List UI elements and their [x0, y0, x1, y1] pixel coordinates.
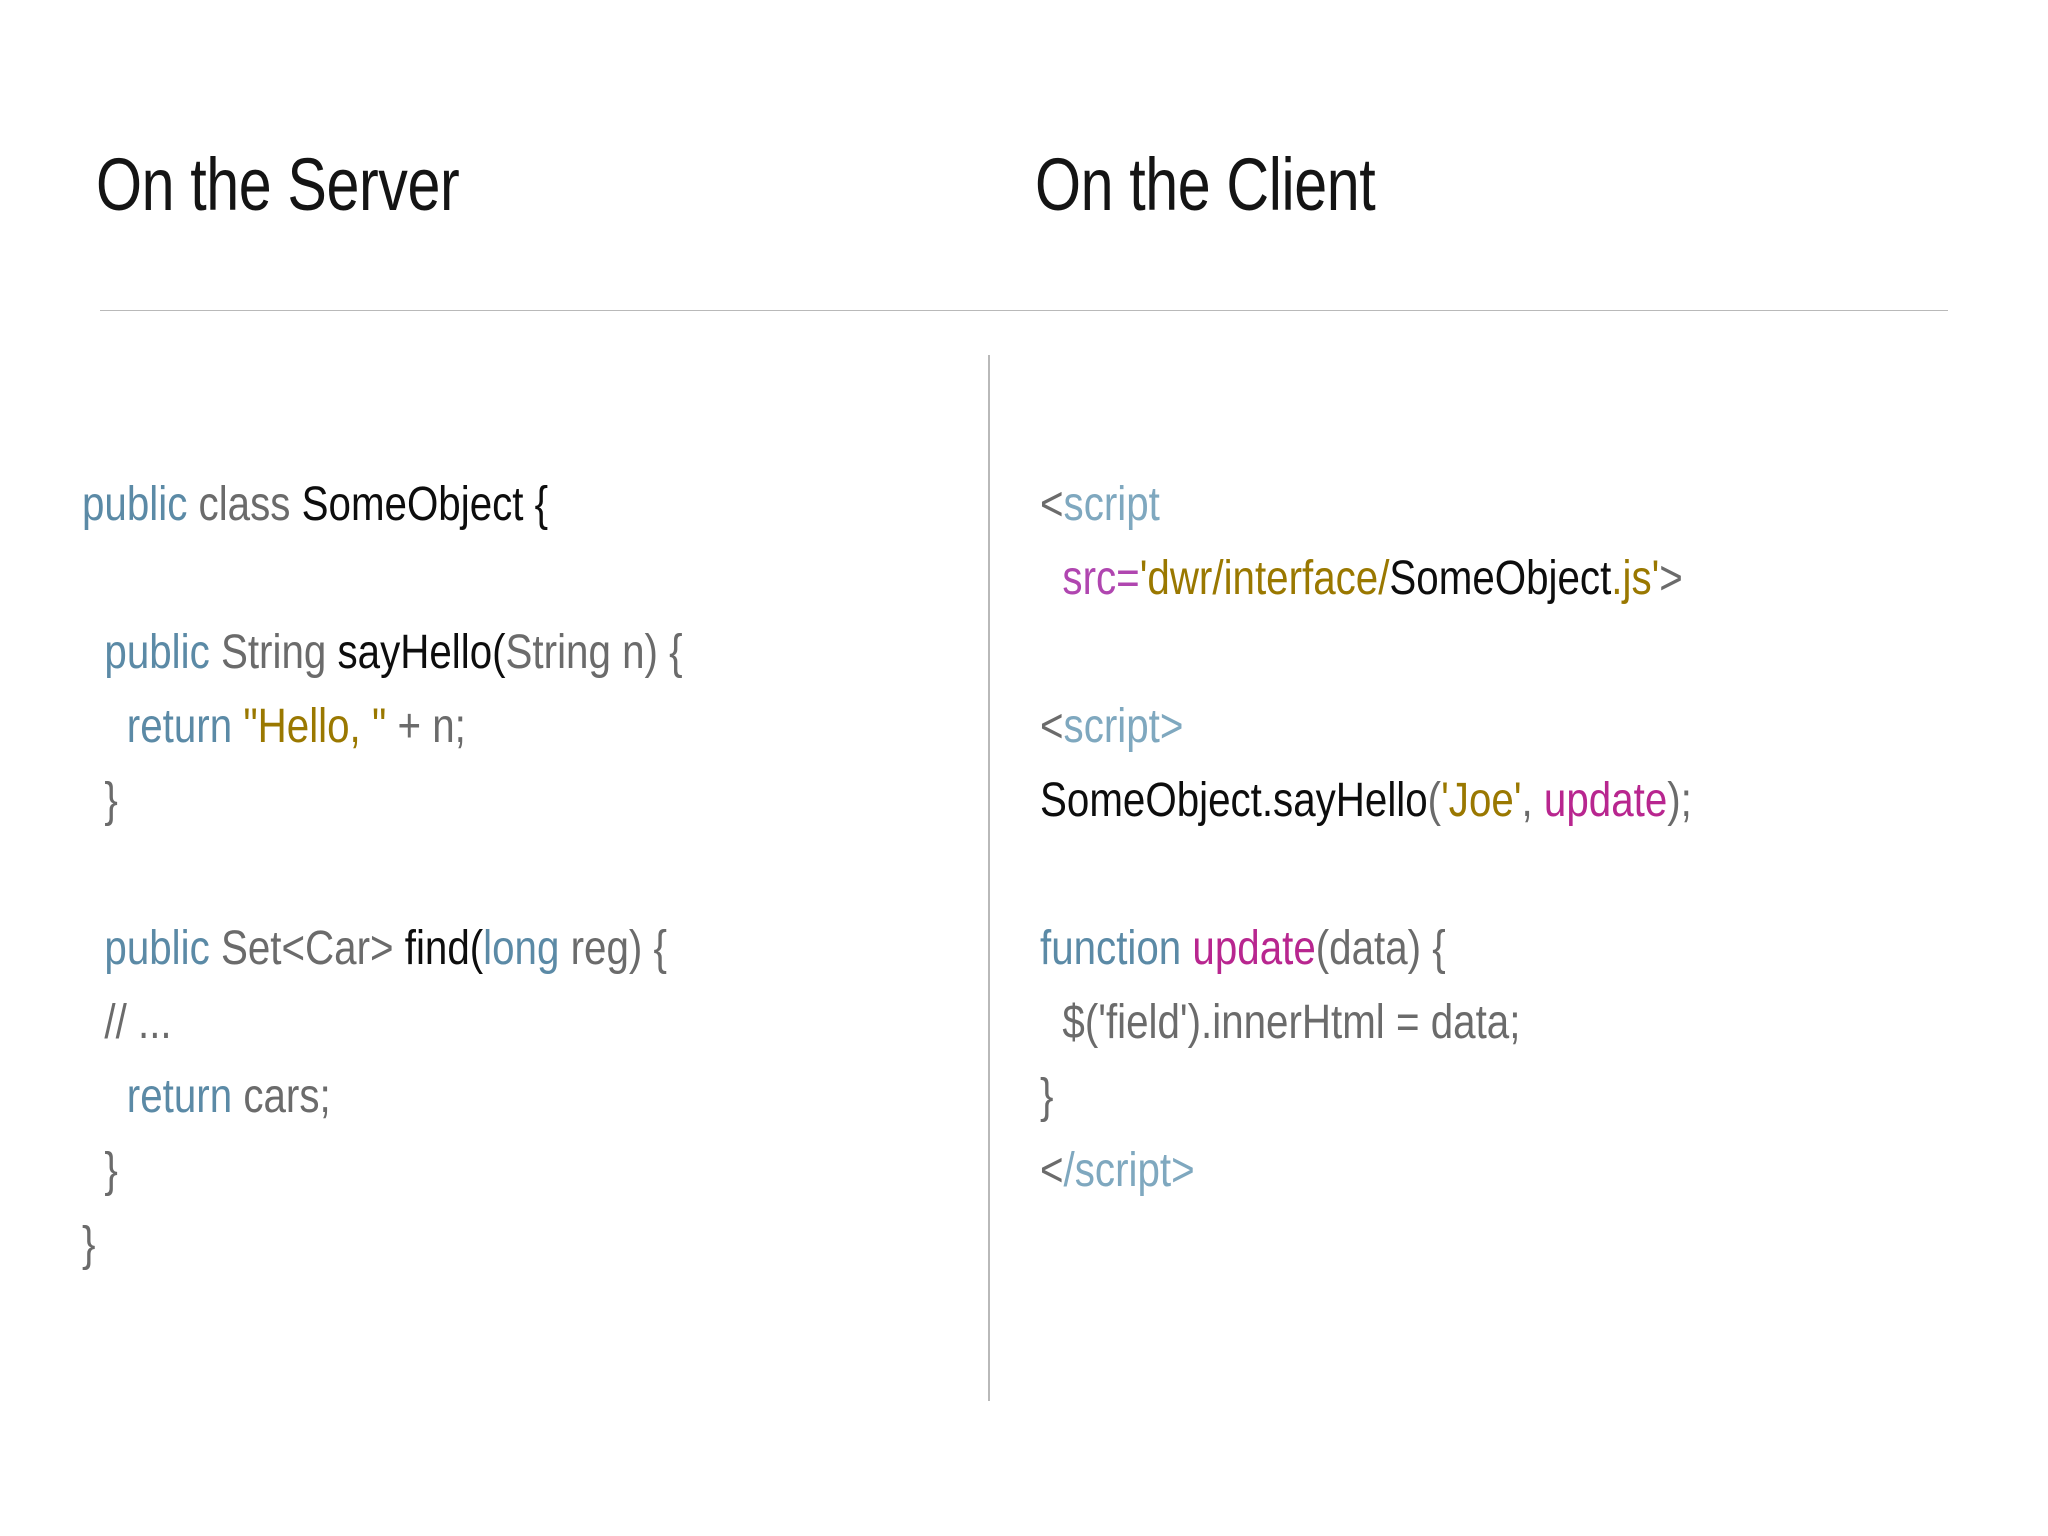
- code-token: }: [82, 1218, 96, 1271]
- code-token: Set<Car>: [209, 922, 405, 975]
- code-token: String n: [505, 626, 645, 679]
- code-token: script: [1063, 478, 1160, 531]
- code-line: $('field').innerHtml = data;: [1040, 986, 1692, 1060]
- code-token: return: [126, 700, 233, 753]
- code-token: find: [404, 922, 470, 975]
- code-token: function: [1040, 922, 1182, 975]
- code-token: ,: [1521, 774, 1544, 827]
- code-token: <: [1040, 478, 1064, 531]
- code-line: src='dwr/interface/SomeObject.js'>: [1040, 542, 1692, 616]
- code-token: (data) {: [1315, 922, 1446, 975]
- code-token: public: [104, 626, 210, 679]
- code-token: ) {: [628, 922, 667, 975]
- code-token: return: [126, 1070, 233, 1123]
- heading-on-the-server: On the Server: [96, 143, 460, 226]
- code-line: [1040, 838, 1692, 912]
- code-line: [82, 542, 683, 616]
- code-token: public: [82, 478, 188, 531]
- code-token: class: [187, 478, 302, 531]
- code-token: >: [1659, 552, 1683, 605]
- column-divider: [988, 355, 990, 1401]
- code-token: [82, 700, 127, 753]
- code-token: SomeObject.sayHello: [1040, 774, 1428, 827]
- code-token: 'dwr/interface/: [1139, 552, 1390, 605]
- code-line: return cars;: [82, 1060, 683, 1134]
- code-token: public: [104, 922, 210, 975]
- code-token: update: [1192, 922, 1316, 975]
- code-token: }: [82, 774, 118, 827]
- code-token: }: [82, 1144, 118, 1197]
- code-token: src: [1062, 552, 1117, 605]
- code-token: sayHello: [337, 626, 493, 679]
- code-line: // ...: [82, 986, 683, 1060]
- code-token: (: [1427, 774, 1442, 827]
- code-line: function update(data) {: [1040, 912, 1692, 986]
- code-line: [1040, 616, 1692, 690]
- code-token: =: [1116, 552, 1140, 605]
- code-token: [1181, 922, 1192, 975]
- code-line: }: [82, 1208, 683, 1282]
- code-line: }: [1040, 1060, 1692, 1134]
- code-token: + n;: [386, 700, 466, 753]
- code-line: <script: [1040, 468, 1692, 542]
- code-token: long: [483, 922, 560, 975]
- code-token: String: [209, 626, 338, 679]
- code-token: }: [1040, 1070, 1054, 1123]
- code-token: script>: [1063, 700, 1184, 753]
- code-token: SomeObject: [1389, 552, 1612, 605]
- code-line: SomeObject.sayHello('Joe', update);: [1040, 764, 1692, 838]
- code-line: public String sayHello(String n) {: [82, 616, 683, 690]
- code-token: "Hello, ": [243, 700, 387, 753]
- code-token: cars;: [232, 1070, 331, 1123]
- code-token: <: [1040, 1144, 1064, 1197]
- code-token: update: [1543, 774, 1668, 827]
- code-line: <script>: [1040, 690, 1692, 764]
- code-token: SomeObject {: [301, 478, 549, 531]
- code-token: .js': [1611, 552, 1660, 605]
- code-token: ) {: [644, 626, 683, 679]
- code-line: }: [82, 1134, 683, 1208]
- code-token: [232, 700, 243, 753]
- code-line: public class SomeObject {: [82, 468, 683, 542]
- server-code-block: public class SomeObject { public String …: [82, 468, 683, 1282]
- code-token: (: [469, 922, 484, 975]
- code-line: </script>: [1040, 1134, 1692, 1208]
- code-token: /script>: [1063, 1144, 1195, 1197]
- title-underline-rule: [100, 310, 1948, 311]
- code-line: return "Hello, " + n;: [82, 690, 683, 764]
- code-token: [82, 626, 104, 679]
- client-code-block: <script src='dwr/interface/SomeObject.js…: [1040, 468, 1692, 1208]
- headings-row: On the Server On the Client: [0, 148, 2048, 258]
- code-token: 'Joe': [1441, 774, 1522, 827]
- code-line: [82, 838, 683, 912]
- code-token: <: [1040, 700, 1064, 753]
- code-token: [82, 1070, 127, 1123]
- code-token: [1040, 552, 1062, 605]
- code-line: public Set<Car> find(long reg) {: [82, 912, 683, 986]
- code-token: reg: [559, 922, 629, 975]
- code-token: // ...: [82, 996, 172, 1049]
- heading-on-the-client: On the Client: [1035, 143, 1376, 226]
- code-token: $('field').innerHtml = data;: [1040, 996, 1521, 1049]
- code-line: }: [82, 764, 683, 838]
- code-token: );: [1667, 774, 1692, 827]
- code-token: [82, 922, 104, 975]
- code-token: (: [492, 626, 506, 679]
